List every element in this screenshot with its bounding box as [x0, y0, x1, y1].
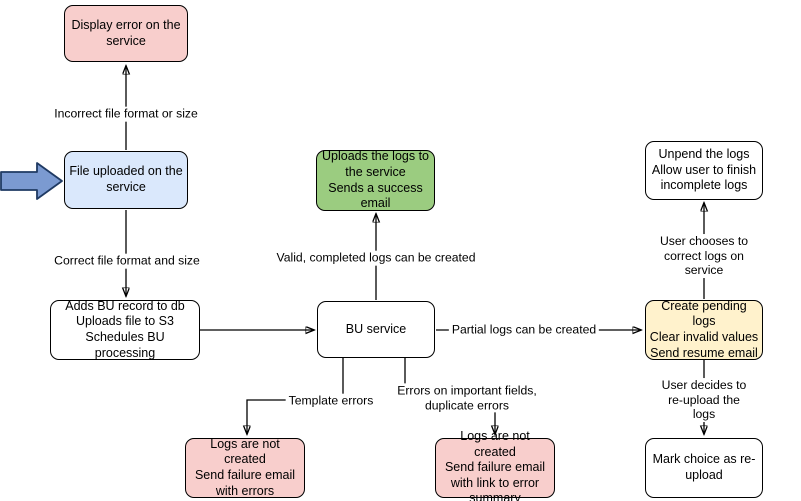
node-logs-not-created-errors: Logs are not created Send failure email …	[185, 436, 305, 498]
node-bu-service: BU service	[317, 301, 435, 358]
node-logs-not-created-summary-label: Logs are not created Send failure email …	[444, 428, 546, 501]
edge-label-correct-format: Correct file format and size	[51, 253, 203, 269]
node-file-uploaded: File uploaded on the service	[64, 151, 188, 209]
node-logs-not-created-summary: Logs are not created Send failure email …	[435, 429, 555, 501]
edge-label-incorrect-format: Incorrect file format or size	[51, 106, 201, 122]
node-display-error: Display error on the service	[64, 5, 188, 62]
edge-label-partial-logs: Partial logs can be created	[448, 322, 600, 338]
node-mark-reupload-label: Mark choice as re-upload	[652, 452, 756, 482]
node-adds-bu-record: Adds BU record to db Uploads file to S3 …	[50, 298, 200, 360]
node-display-error-label: Display error on the service	[71, 17, 181, 48]
node-logs-not-created-errors-label: Logs are not created Send failure email …	[194, 436, 296, 498]
node-create-pending: Create pending logs Clear invalid values…	[645, 298, 763, 360]
node-file-uploaded-label: File uploaded on the service	[69, 164, 183, 194]
node-uploads-logs: Uploads the logs to the service Sends a …	[316, 149, 435, 211]
edge-label-template-errors: Template errors	[285, 393, 377, 409]
edge-label-important-field-errors: Errors on important fields, duplicate er…	[394, 383, 540, 413]
edge-label-reupload-logs: User decides to re-upload the logs	[655, 378, 753, 422]
node-uploads-logs-label: Uploads the logs to the service Sends a …	[321, 149, 429, 211]
node-adds-bu-record-label: Adds BU record to db Uploads file to S3 …	[65, 298, 185, 360]
node-create-pending-label: Create pending logs Clear invalid values…	[649, 298, 759, 360]
edge-label-valid-logs: Valid, completed logs can be created	[273, 250, 479, 266]
edge-label-correct-on-service: User chooses to correct logs on service	[655, 234, 753, 278]
node-unpend-logs: Unpend the logs Allow user to finish inc…	[645, 141, 763, 200]
input-arrow-icon	[0, 162, 63, 200]
node-mark-reupload: Mark choice as re-upload	[645, 438, 763, 498]
node-bu-service-label: BU service	[345, 321, 407, 336]
node-unpend-logs-label: Unpend the logs Allow user to finish inc…	[651, 147, 757, 193]
